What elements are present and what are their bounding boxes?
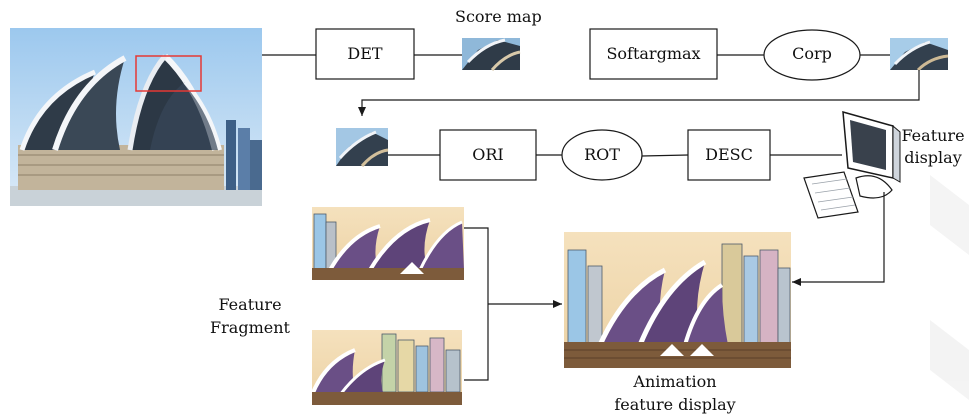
display-arrow xyxy=(792,192,885,286)
corp-node xyxy=(763,29,861,81)
feature-fragment-label-line1: Feature xyxy=(218,295,282,314)
score-map-thumbnail xyxy=(462,38,521,71)
det-node xyxy=(315,28,415,80)
animation-label-line2: feature display xyxy=(614,395,736,414)
feature-display-label-line2: display xyxy=(904,148,962,167)
rot-node xyxy=(561,129,643,181)
desc-label: DESC xyxy=(705,145,753,164)
source-photo xyxy=(10,28,262,206)
watermark-chevrons xyxy=(930,175,969,400)
softargmax-label: Softargmax xyxy=(606,44,701,63)
animation-label-line1: Animation xyxy=(633,372,717,391)
rot-label: ROT xyxy=(584,145,620,164)
roi-highlight-box xyxy=(135,55,202,92)
feature-display-label-line1: Feature xyxy=(901,126,965,145)
middle-row-links xyxy=(388,154,842,157)
score-map-label: Score map xyxy=(455,7,542,26)
computer-icon xyxy=(803,110,901,219)
feature-fragment-label-line2: Fragment xyxy=(210,318,290,337)
fragment-merge-links xyxy=(464,227,489,381)
animation-image xyxy=(564,232,791,368)
ori-label: ORI xyxy=(472,145,504,164)
desc-node xyxy=(687,129,771,181)
det-label: DET xyxy=(347,44,383,63)
fragment-image-1 xyxy=(312,207,464,280)
return-arrow xyxy=(358,70,920,116)
corp-label: Corp xyxy=(792,44,832,63)
softargmax-node xyxy=(589,28,718,80)
fragment-image-2 xyxy=(310,330,462,405)
crop-thumbnail xyxy=(890,38,949,72)
patch-thumbnail xyxy=(336,128,389,167)
ori-node xyxy=(439,129,537,181)
